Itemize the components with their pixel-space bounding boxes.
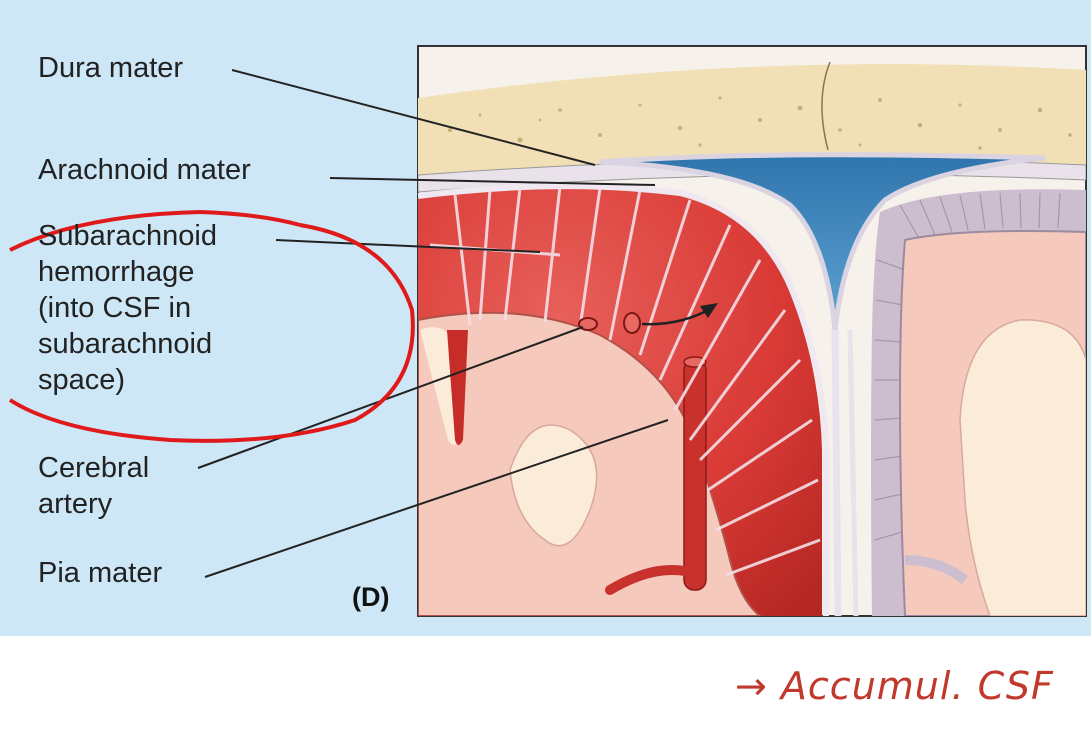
bone-texture xyxy=(448,96,1072,150)
label-line: Subarachnoid xyxy=(38,220,217,252)
leader-lines xyxy=(197,69,669,578)
label-line: hemorrhage xyxy=(38,256,195,288)
handwritten-note: → Accumul. CSF xyxy=(735,664,1054,708)
label-line: subarachnoid xyxy=(38,328,213,360)
label-dura-mater: Dura mater xyxy=(38,52,184,84)
arachnoid-trabeculae xyxy=(429,185,821,577)
label-pia-mater: Pia mater xyxy=(38,557,163,589)
annotation-circle xyxy=(8,223,415,443)
label-line: space) xyxy=(38,364,126,396)
label-subarachnoid-hemorrhage: Subarachnoid hemorrhage (into CSF in sub… xyxy=(38,218,298,398)
label-cerebral-artery: Cerebral artery xyxy=(38,450,238,522)
panel-letter: (D) xyxy=(352,582,390,612)
cerebral-artery-section xyxy=(578,317,598,331)
label-line: Cerebral xyxy=(38,452,150,484)
skull-bone xyxy=(418,64,1086,175)
label-line: artery xyxy=(38,488,113,520)
csf-filled-space xyxy=(599,152,1046,331)
label-arachnoid-mater: Arachnoid mater xyxy=(38,154,251,186)
label-line: (into CSF in xyxy=(38,292,192,324)
